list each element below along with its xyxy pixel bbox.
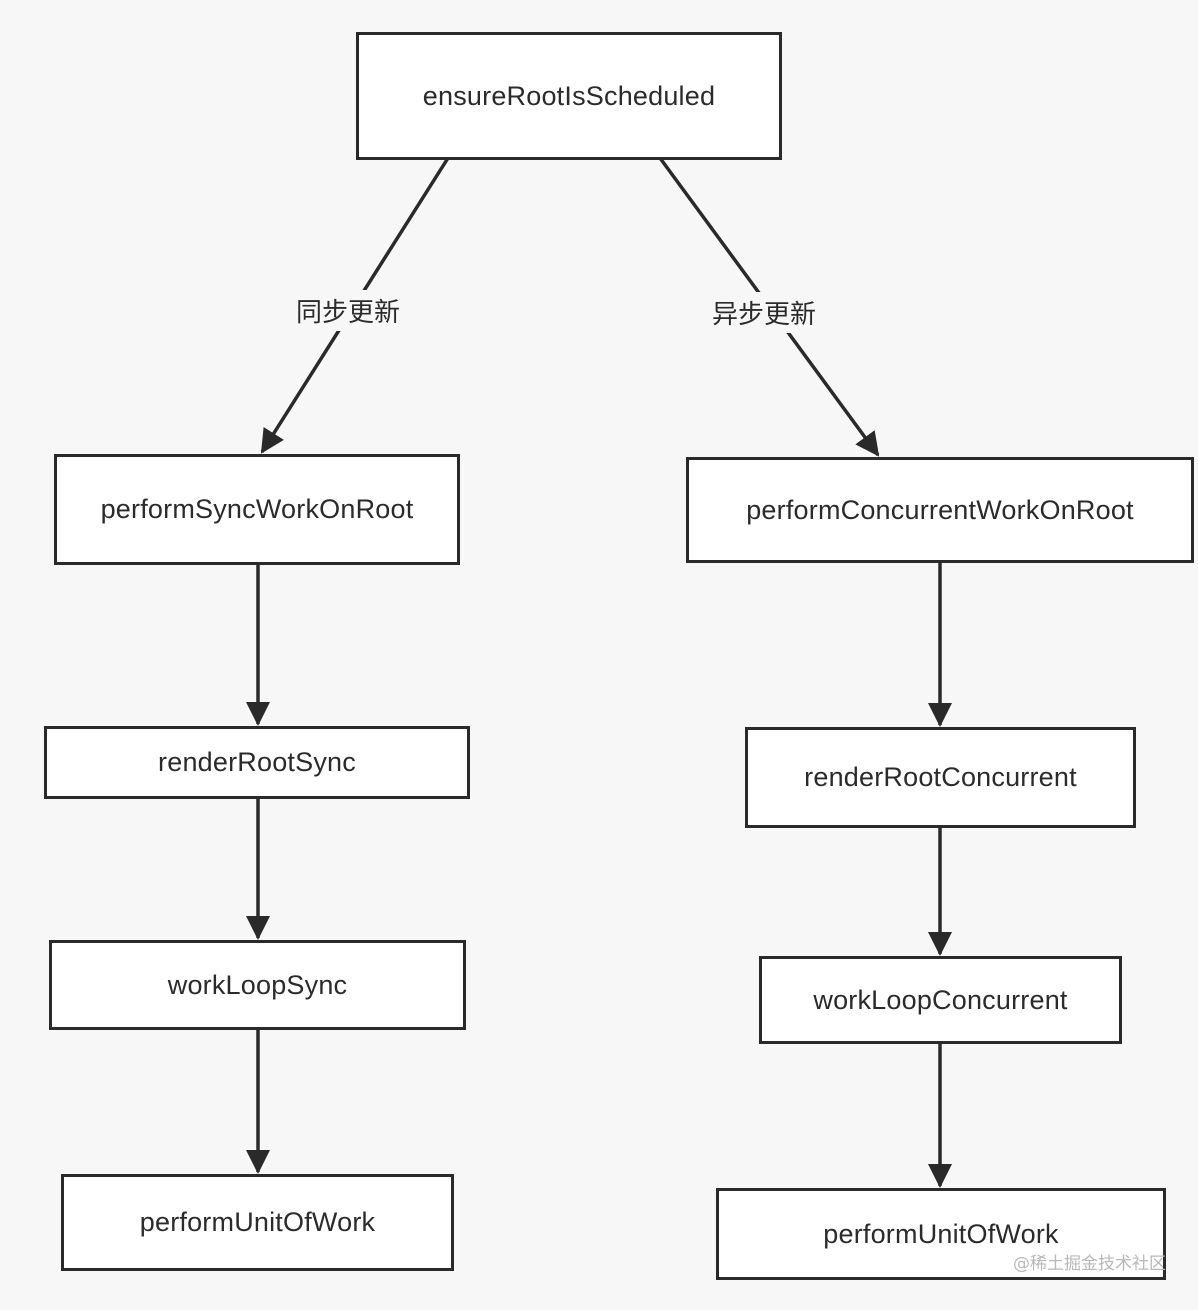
node-perform-concurrent-work-on-root: performConcurrentWorkOnRoot: [686, 457, 1194, 563]
node-label: ensureRootIsScheduled: [422, 80, 716, 111]
node-render-root-sync: renderRootSync: [44, 726, 470, 799]
node-label: performUnitOfWork: [139, 1207, 376, 1237]
node-work-loop-concurrent: workLoopConcurrent: [759, 956, 1122, 1044]
edge-label-sync-update: 同步更新: [292, 290, 405, 331]
node-label: renderRootSync: [158, 747, 356, 777]
node-label: performSyncWorkOnRoot: [100, 494, 414, 524]
node-perform-unit-of-work-concurrent: performUnitOfWork: [716, 1188, 1166, 1280]
node-ensure-root-is-scheduled: ensureRootIsScheduled: [356, 32, 782, 160]
node-label: performUnitOfWork: [823, 1218, 1059, 1249]
watermark: @稀土掘金技术社区: [1013, 1254, 1166, 1274]
node-perform-unit-of-work-sync: performUnitOfWork: [61, 1174, 454, 1271]
node-work-loop-sync: workLoopSync: [49, 940, 466, 1030]
node-label: performConcurrentWorkOnRoot: [746, 494, 1134, 525]
node-render-root-concurrent: renderRootConcurrent: [745, 727, 1136, 828]
node-label: workLoopConcurrent: [813, 984, 1068, 1015]
edge-label-async-update: 异步更新: [708, 292, 821, 333]
node-label: renderRootConcurrent: [804, 762, 1077, 792]
node-perform-sync-work-on-root: performSyncWorkOnRoot: [54, 454, 460, 565]
node-label: workLoopSync: [167, 969, 348, 1000]
